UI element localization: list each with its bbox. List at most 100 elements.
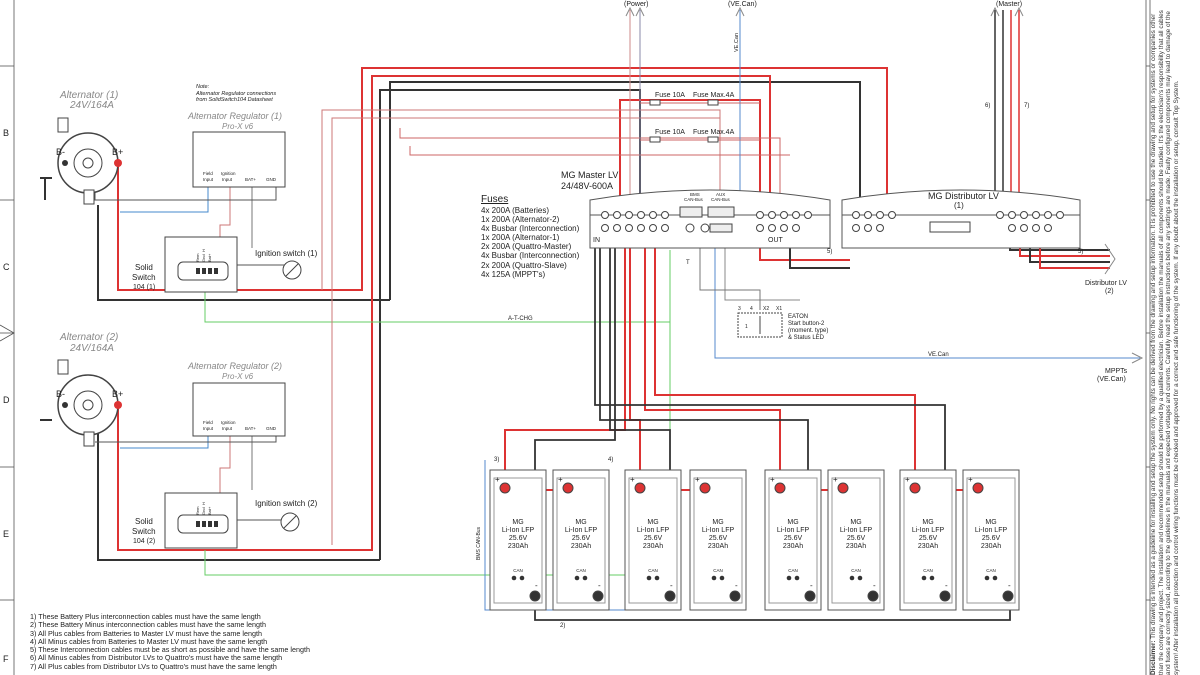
fuses-block: Fuse 10A Fuse Max.4A Fuse 10A Fuse Max.4… [649,92,735,143]
battery-label: 25.6V [644,535,663,542]
ss1-l1: Solid [135,263,153,272]
note-7: 7) [1024,103,1029,109]
dist-title: MG Distributor LV [928,191,999,201]
battery-plus-terminal-icon [499,482,511,494]
note-line: 2) These Battery Minus interconnection c… [30,620,266,630]
note-line: 6) All Minus cables from Distributor LVs… [30,653,283,663]
battery-plus-terminal-icon [634,482,646,494]
battery-minus-label: - [810,581,813,590]
alt1-title: Alternator (1) [59,90,118,101]
battery-minus-terminal-icon [592,590,604,602]
reg1-p3: BAT+ [245,177,256,182]
reg1-p4: GND [266,177,277,182]
fuse-line: 4x 200A (Batteries) [481,206,550,215]
battery-label: Li-Ion LFP [702,527,735,534]
battery-minus-label: - [1008,581,1011,590]
mppts-l1: MPPTs [1105,368,1128,375]
battery-label: 230Ah [783,543,803,550]
ss2-l2: Switch [132,527,156,536]
ss2-pin-bat: Bat+ [207,506,212,515]
battery-minus-label: - [735,581,738,590]
battery-plus-terminal-icon [837,482,849,494]
battery-can-label: CAN [986,568,996,573]
fuse-line: 2x 200A (Quattro-Master) [481,242,572,252]
battery-minus-terminal-icon [939,590,951,602]
wire-bmscan: BMS CAN-Bus [476,526,482,560]
battery-plus-terminal-icon [774,482,786,494]
master-aux2: CAN-Bus [711,197,731,202]
eaton-pin-3: 3 [738,306,741,312]
battery-label: MG [512,519,523,526]
dist-out-l1: Distributor LV [1085,280,1127,287]
battery-minus-terminal-icon [729,590,741,602]
battery-label: 230Ah [508,543,528,550]
ss1-ign: Ignition switch (1) [255,249,318,258]
battery-minus-label: - [873,581,876,590]
battery-plus-label: + [695,475,700,484]
battery-plus-label: + [968,475,973,484]
battery-label: MG [922,519,933,526]
reg1-sub: Pro-X v6 [222,122,254,131]
battery-plus-terminal-icon [909,482,921,494]
battery-label: MG [850,519,861,526]
row-d: D [3,395,10,405]
battery-plus-label: + [558,475,563,484]
alt2-bplus: B+ [112,389,123,399]
eaton-pin-x2: X2 [763,306,769,312]
row-b: B [3,128,9,138]
arrows [625,6,1144,364]
reg2-title: Alternator Regulator (2) [187,361,282,371]
ss2-pin-rem: Rem [195,506,200,515]
ss1-pin-bat: Bat+ [207,253,212,262]
battery-can-label: CAN [788,568,798,573]
battery-minus-terminal-icon [529,590,541,602]
solid-switch-1: Rem Gnd Bat+ H Solid Switch 104 (1) Igni… [132,236,318,293]
row-e: E [3,529,9,539]
fuse-label-2: Fuse Max.4A [693,92,735,99]
fuse-label-4: Fuse Max.4A [693,129,735,136]
disclaimer-text: This drawing is intended as a guideline … [1150,10,1180,675]
master-ports [679,206,735,233]
battery-label: 25.6V [919,535,938,542]
label-vecan-top: (VE.Can) [728,1,757,8]
eaton-l1: EATON [788,314,808,320]
battery-label: 230Ah [643,543,663,550]
ss2-l1: Solid [135,517,153,526]
note-line: 3) All Plus cables from Batteries to Mas… [30,628,262,638]
label-master: (Master) [996,1,1022,8]
reg2-p1: Field [203,420,213,425]
battery-label: MG [575,519,586,526]
battery-label: 230Ah [571,543,591,550]
note-5b: 5) [1078,249,1083,255]
reg2-p3: BAT+ [245,426,256,431]
master-out: OUT [768,237,784,244]
fuse-label-3: Fuse 10A [655,129,685,136]
alt2-title: Alternator (2) [59,332,118,343]
fuse-line: 1x 200A (Alternator-2) [481,215,560,225]
wire-t: T [686,260,690,266]
dist-out-l2: (2) [1105,288,1114,295]
battery-plus-terminal-icon [562,482,574,494]
terminal-minus-icon [62,160,68,166]
fuse-line: 2x 200A (Quattro-Slave) [481,260,567,270]
ss1-l2: Switch [132,273,156,282]
reg1-p2: Ignition [221,171,236,176]
fuse-list: Fuses 4x 200A (Batteries) 1x 200A (Alter… [481,194,579,279]
reg2-p2b: Input [222,426,233,431]
battery-label: 25.6V [709,535,728,542]
battery-label: MG [712,519,723,526]
fuse-line: 4x 125A (MPPT's) [481,269,546,279]
fuse-line: 4x Busbar (Interconnection) [481,251,580,261]
battery-label: 25.6V [509,535,528,542]
note-5a: 5) [827,249,832,255]
battery-minus-label: - [945,581,948,590]
wire-vecan: VE.Can [928,352,949,358]
eaton-l2: Start button-2 [788,321,825,327]
battery-can-label: CAN [713,568,723,573]
battery-plus-label: + [833,475,838,484]
battery-minus-label: - [598,581,601,590]
